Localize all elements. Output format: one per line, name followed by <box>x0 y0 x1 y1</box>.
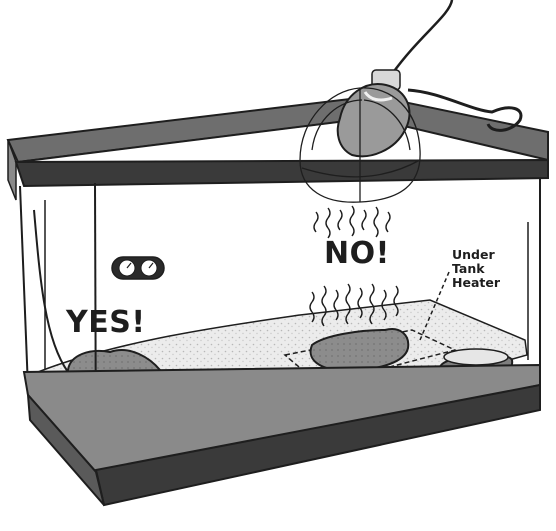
thermometer-gauge-icon <box>112 257 164 279</box>
heater-label-line2: Tank <box>452 262 500 276</box>
heater-label-line3: Heater <box>452 276 500 290</box>
tank-top-frame <box>8 96 548 200</box>
tank-bottom-frame <box>24 365 540 505</box>
no-label: NO! <box>324 236 390 271</box>
under-tank-heater-label: Under Tank Heater <box>452 248 500 290</box>
yes-label: YES! <box>66 305 146 340</box>
lamp-power-cord <box>34 210 68 372</box>
heater-label-line1: Under <box>452 248 500 262</box>
